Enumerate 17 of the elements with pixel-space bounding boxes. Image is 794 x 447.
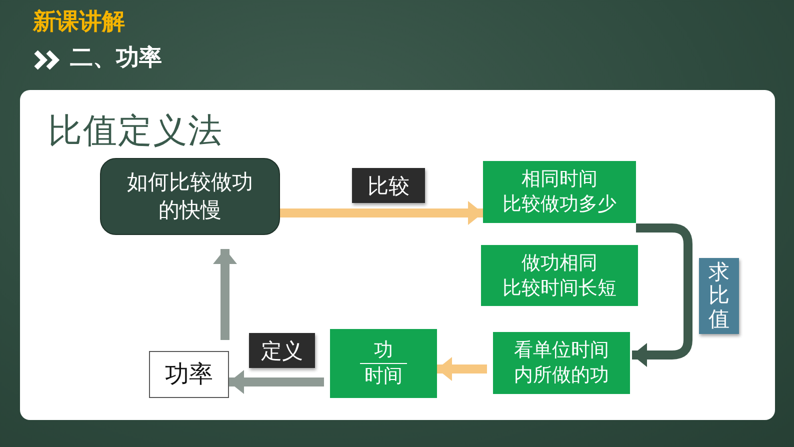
- fraction-box: 功 时间: [330, 329, 437, 398]
- edge-label: 求比值: [699, 258, 739, 334]
- arrow: [213, 249, 237, 340]
- arrow: [437, 357, 487, 381]
- subtitle: 二、功率: [70, 44, 162, 73]
- question-box: 如何比较做功的快慢: [100, 158, 280, 235]
- process-box: 相同时间比较做功多少: [483, 161, 636, 223]
- process-box: 看单位时间内所做的功: [493, 332, 630, 394]
- edge-label: 比较: [352, 168, 425, 203]
- process-box: 做功相同比较时间长短: [481, 245, 638, 306]
- section-title: 新课讲解: [33, 8, 125, 37]
- edge-label: 定义: [249, 333, 315, 368]
- arrow: [229, 370, 324, 394]
- arrow: [280, 201, 483, 225]
- result-box: 功率: [149, 351, 229, 398]
- arrow: [632, 224, 692, 367]
- heading: 比值定义法: [48, 110, 223, 153]
